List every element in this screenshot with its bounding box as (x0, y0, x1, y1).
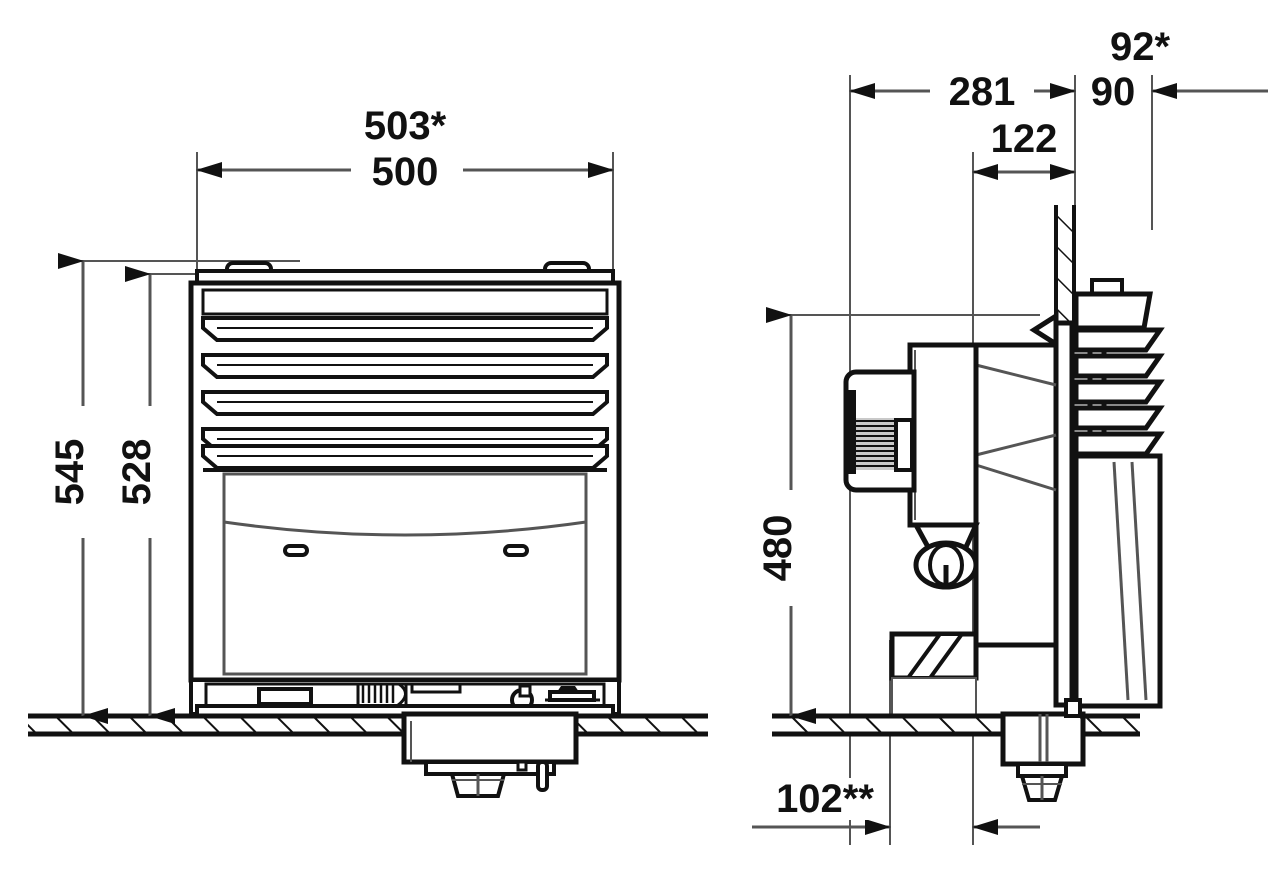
dim-label-545: 545 (48, 439, 92, 506)
dim-label-480: 480 (756, 515, 800, 582)
front-cabinet-top (195, 261, 615, 285)
front-louvre-group (201, 316, 609, 472)
louvre-slat (201, 390, 609, 416)
front-machinery-compartment (189, 678, 621, 718)
dimension-front-width: 503* 500 (196, 104, 614, 194)
dim-label-92: 92* (1110, 25, 1170, 69)
dimension-side-depth-281: 281 (849, 68, 1076, 114)
dimension-front-height-total: 545 (48, 253, 108, 724)
side-louvre-stack (1073, 327, 1165, 457)
front-elevation-view: 503* 500 545 528 (28, 104, 708, 798)
front-door-panel (222, 472, 588, 676)
pin-fitting (536, 760, 549, 792)
side-lower-fascia (1073, 453, 1163, 709)
door-handle-slot-left (283, 544, 309, 557)
dim-label-281: 281 (949, 70, 1016, 114)
side-wall-strip (1054, 205, 1076, 323)
louvre-slat (201, 316, 609, 342)
dimension-side-height-480: 480 (756, 307, 816, 724)
front-floor-band (28, 713, 708, 737)
dimension-side-depth-90: 92* 90 (1082, 25, 1268, 114)
dimension-front-height-body: 528 (115, 266, 175, 724)
side-top-cap (1073, 278, 1153, 331)
dim-label-102: 102** (776, 777, 874, 821)
louvre-slat (201, 444, 609, 470)
dim-label-528: 528 (115, 439, 159, 506)
door-handle-slot-right (503, 544, 529, 557)
side-elevation-view: 281 92* 90 122 480 102** (752, 25, 1268, 845)
front-subfloor-box (401, 711, 579, 798)
front-top-rail (201, 288, 609, 316)
dim-label-503: 503* (364, 104, 447, 148)
louvre-slat (201, 353, 609, 379)
dim-label-500: 500 (372, 150, 439, 194)
dimension-side-depth-122: 122 (972, 117, 1076, 180)
side-subfloor-box (1000, 698, 1092, 802)
heat-exchanger-fins (356, 682, 408, 708)
vent-grille-lines (856, 420, 894, 467)
side-control-box (843, 369, 917, 493)
side-body-wedge (973, 342, 1059, 648)
side-support-box (889, 631, 979, 717)
side-cylinder-fitting (911, 522, 980, 590)
dimension-side-offset-102: 102** (752, 777, 1040, 835)
dim-label-90: 90 (1091, 70, 1136, 114)
side-mid-block (907, 342, 979, 528)
dim-label-122: 122 (991, 117, 1058, 161)
bracket-assembly (545, 686, 600, 702)
component-block (257, 687, 313, 706)
duct-segment (410, 682, 462, 694)
